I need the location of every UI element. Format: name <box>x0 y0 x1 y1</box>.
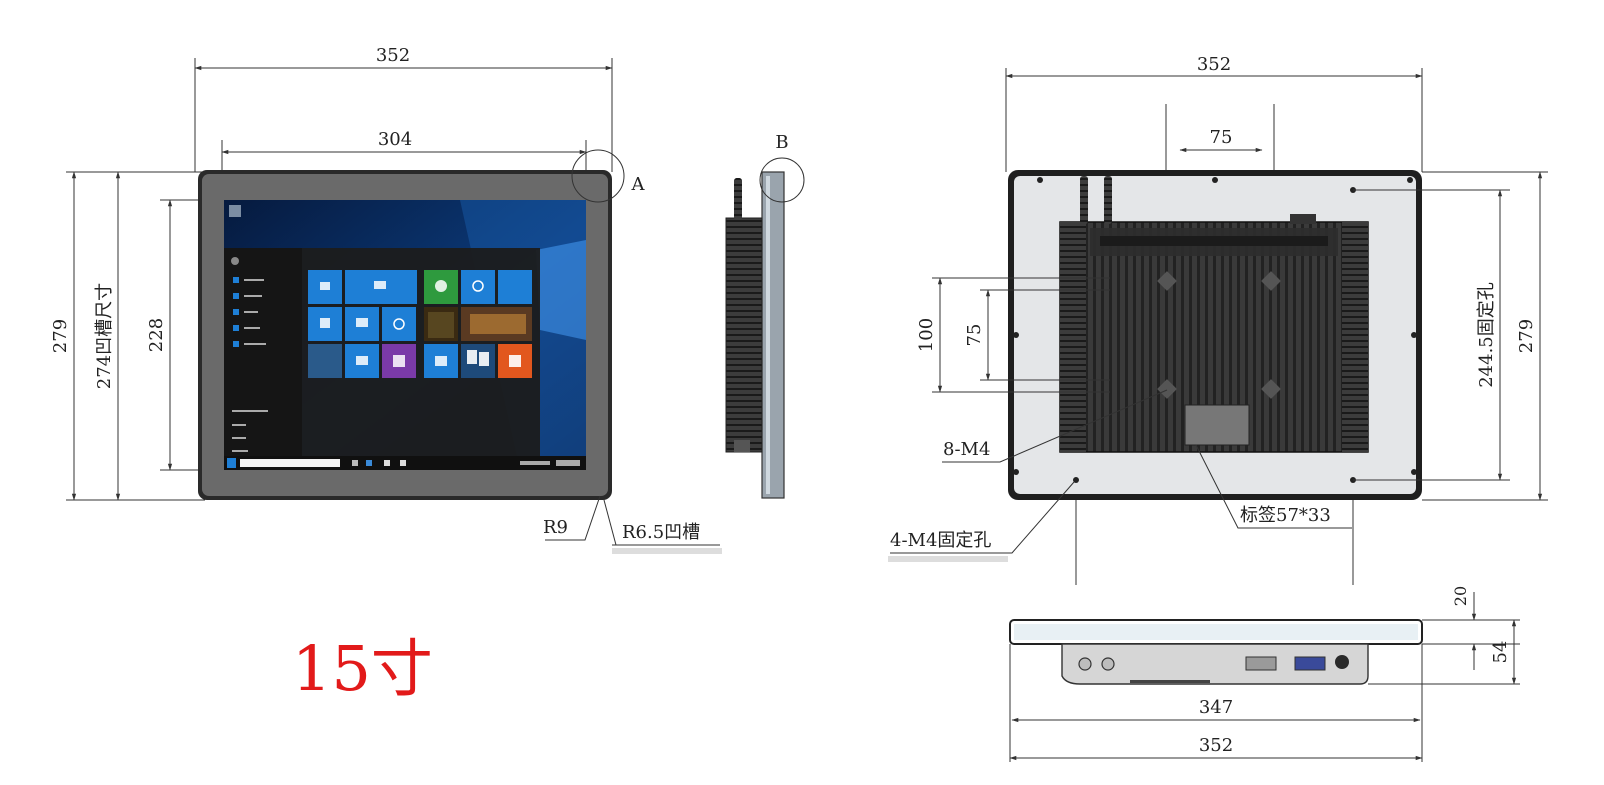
start-tiles <box>308 270 532 378</box>
label-size-text: 标签57*33 <box>1240 505 1331 526</box>
hole-span-v-text: 244.5固定孔 <box>1476 282 1497 388</box>
back-antenna-right-icon <box>1104 176 1112 224</box>
port-power-icon <box>1335 655 1349 669</box>
port-round-2-icon <box>1101 657 1115 671</box>
front-inner-width-text: 304 <box>378 129 412 150</box>
label-leader <box>1195 444 1352 529</box>
port-round-1-icon <box>1078 657 1092 671</box>
back-view: 352 75 <box>888 54 1548 585</box>
bottom-box <box>1061 643 1369 685</box>
port-serial-icon <box>1245 656 1277 671</box>
bottom-width-text: 352 <box>1199 735 1233 756</box>
back-width-text: 352 <box>1197 54 1231 75</box>
radius-r9-text: R9 <box>543 517 568 538</box>
front-inner-height-text: 228 <box>146 318 167 352</box>
front-view: 352 304 279 274凹槽尺寸 228 <box>50 45 722 554</box>
back-height-text: 279 <box>1516 319 1537 353</box>
back-antenna-left-icon <box>1080 176 1088 224</box>
mount-hole-bl <box>1073 477 1079 483</box>
detail-circle-a <box>571 149 625 203</box>
detail-a-label: A <box>631 174 646 195</box>
label-area <box>1184 404 1250 446</box>
bottom-view: 20 54 347 352 <box>1009 586 1520 762</box>
groove-size-text: 274凹槽尺寸 <box>94 283 115 389</box>
side-panel <box>761 171 785 499</box>
size-title: 15寸 <box>292 632 433 705</box>
side-heatsink <box>725 217 763 453</box>
bottom-inner-width-text: 347 <box>1199 697 1233 718</box>
bottom-depth2-text: 54 <box>1490 641 1511 664</box>
r9-leader <box>545 495 601 541</box>
mount-holes-leader <box>890 481 1075 554</box>
groove-r65-text: R6.5凹槽 <box>622 522 700 543</box>
vesa-h-text: 75 <box>1210 127 1233 148</box>
screw-holes-leader <box>942 389 1168 463</box>
vesa-inner-v-text: 75 <box>964 324 985 347</box>
detail-b-label: B <box>775 132 788 153</box>
front-width-text: 352 <box>376 45 410 66</box>
bottom-depth1-text: 20 <box>1451 586 1470 606</box>
port-vga-icon <box>1294 656 1326 671</box>
mount-holes-text: 4-M4固定孔 <box>890 530 991 551</box>
vesa-outer-v-text: 100 <box>916 318 937 352</box>
detail-circle-b <box>759 157 805 203</box>
front-height-text: 279 <box>50 319 71 353</box>
side-view: B <box>725 132 805 499</box>
screw-holes-text: 8-M4 <box>943 439 990 460</box>
